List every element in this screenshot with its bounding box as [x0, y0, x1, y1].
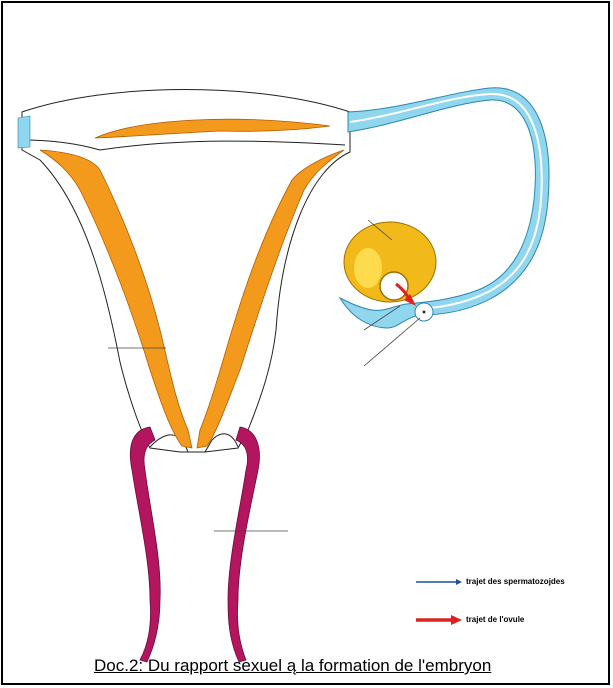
left-tube-stub	[18, 116, 30, 148]
vagina-right-wall	[228, 427, 259, 662]
follicle	[380, 272, 408, 300]
ovule-nucleus	[423, 311, 426, 314]
vagina-left-wall	[130, 427, 160, 662]
legend-ovule-label: trajet de l'ovule	[466, 615, 524, 624]
legend-sperm-label: trajet des spermatozojdes	[466, 577, 565, 586]
figure-caption: Doc.2: Du rapport sexuel ą la formation …	[94, 656, 491, 676]
legend-sperm-arrowhead	[456, 579, 462, 585]
ovary-highlight	[354, 248, 382, 288]
legend-ovule-arrowhead	[451, 615, 462, 625]
